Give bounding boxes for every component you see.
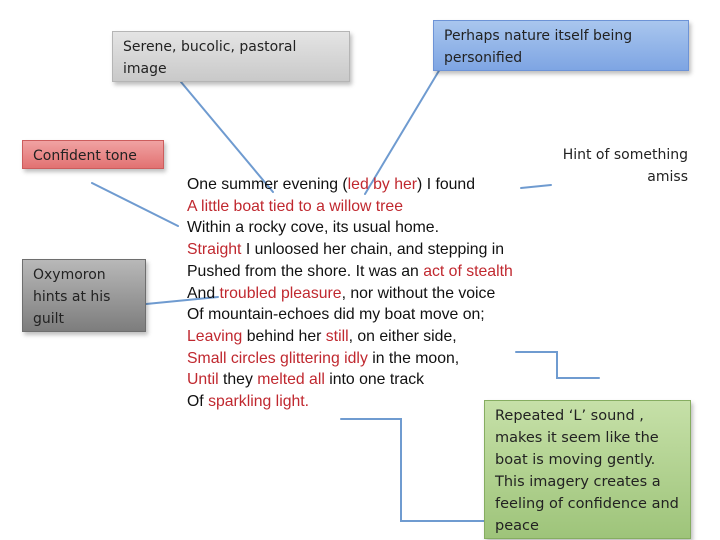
highlighted-phrase: melted all — [257, 371, 325, 389]
highlighted-phrase: led by her — [347, 176, 418, 193]
note-oxymoron: Oxymoron hints at his guilt — [22, 259, 146, 332]
note-line: This imagery creates a — [495, 474, 661, 490]
poem-text-segment: in the moon, — [367, 349, 460, 367]
note-line: Repeated ‘L’ sound , — [495, 408, 644, 424]
note-line: Perhaps nature itself being — [444, 28, 633, 44]
poem-text-segment: I unloosed her chain, and stepping in — [241, 241, 505, 259]
highlighted-phrase: sparkling light. — [208, 393, 310, 411]
poem-text-segment: And — [187, 284, 220, 302]
poem-line: And troubled pleasure, nor without the v… — [187, 283, 513, 305]
poem-text-segment: ) I found — [417, 176, 476, 193]
connector-nature — [364, 68, 441, 195]
poem-text-segment: , nor without the voice — [341, 284, 496, 302]
poem-line: Pushed from the shore. It was an act of … — [187, 261, 513, 283]
highlighted-phrase: A little boat tied to a willow tree — [187, 197, 404, 215]
poem-line: Leaving behind her still, on either side… — [187, 326, 513, 348]
connector-pastoral — [180, 81, 274, 193]
note-line: Serene, bucolic, pastoral — [123, 39, 297, 55]
poem-text-segment: One summer evening ( — [187, 176, 348, 193]
poem-line: A little boat tied to a willow tree — [187, 196, 513, 218]
poem-text-segment: behind her — [242, 327, 326, 345]
note-line: makes it seem like the — [495, 430, 659, 446]
note-line: boat is moving gently. — [495, 452, 656, 468]
note-line: peace — [495, 518, 539, 534]
note-line: feeling of confidence and — [495, 496, 679, 512]
note-hint-amiss: Hint of something amiss — [540, 140, 700, 191]
connector-confident — [91, 182, 179, 227]
poem-line: Until they melted all into one track — [187, 369, 513, 391]
poem-text-segment: they — [218, 371, 258, 389]
note-confident-tone: Confident tone — [22, 140, 164, 169]
poem-line: Of mountain-echoes did my boat move on; — [187, 304, 513, 326]
poem-text-segment: Pushed from the shore. It was an — [187, 262, 424, 280]
highlighted-phrase: still — [325, 327, 349, 345]
connector-repeated-bottom — [340, 418, 485, 522]
poem-text-segment: into one track — [324, 371, 425, 389]
connector-repeated-top — [515, 351, 600, 379]
poem-text-segment: , on either side, — [348, 327, 457, 345]
note-line: personified — [444, 50, 523, 66]
highlighted-phrase: Small circles glittering idly — [187, 349, 368, 367]
note-line: image — [123, 61, 167, 77]
highlighted-phrase: Straight — [187, 241, 242, 259]
note-line: Oxymoron — [33, 267, 106, 283]
note-repeated-l-sound: Repeated ‘L’ sound , makes it seem like t… — [484, 400, 691, 539]
poem-line: Of sparkling light. — [187, 391, 513, 413]
note-line: Confident tone — [33, 148, 137, 164]
connector-hint — [520, 184, 552, 189]
highlighted-phrase: Leaving — [187, 327, 243, 345]
highlighted-phrase: troubled pleasure — [219, 284, 342, 302]
note-line: hints at his — [33, 289, 111, 305]
poem-text-segment: Of — [187, 393, 209, 411]
connector-oxymoron — [145, 296, 219, 305]
highlighted-phrase: Until — [187, 371, 219, 389]
poem-text-segment: Of mountain-echoes did my boat move on; — [187, 306, 485, 324]
poem-text-segment: Within a rocky cove, its usual home. — [187, 219, 439, 237]
poem-line: Small circles glittering idly in the moo… — [187, 348, 513, 370]
note-line: guilt — [33, 311, 65, 327]
note-nature-personified: Perhaps nature itself being personified — [433, 20, 689, 71]
poem-line: Within a rocky cove, its usual home. — [187, 217, 513, 239]
poem-line: One summer evening (led by her) I found — [187, 174, 513, 196]
note-pastoral-image: Serene, bucolic, pastoral image — [112, 31, 350, 82]
note-line: Hint of something — [562, 147, 688, 163]
highlighted-phrase: act of stealth — [423, 262, 513, 280]
poem-line: Straight I unloosed her chain, and stepp… — [187, 239, 513, 261]
note-line: amiss — [647, 169, 688, 185]
